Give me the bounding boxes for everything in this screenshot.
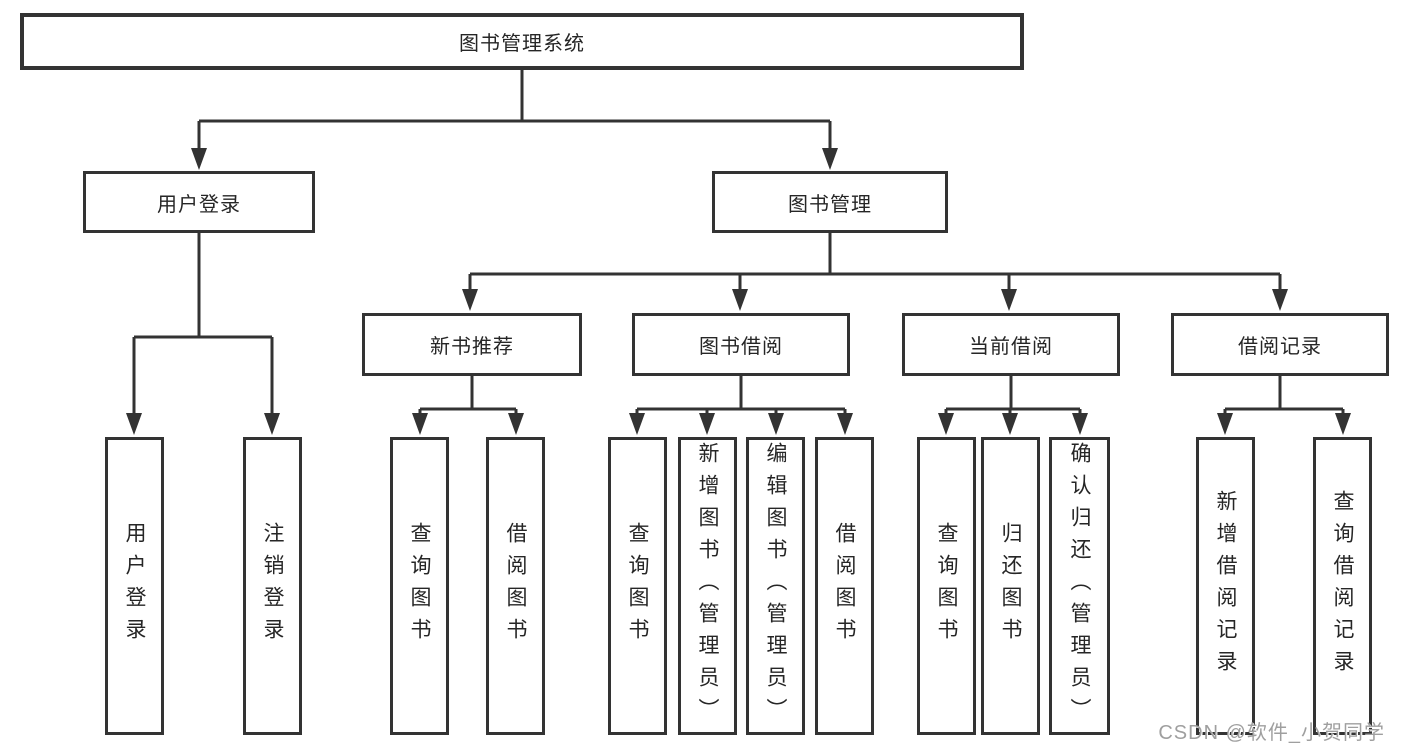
node-user-login-group: 用户登录 [83, 171, 315, 233]
node-label: 确认归还（管理员） [1068, 442, 1091, 730]
node-label: 查询图书 [408, 522, 431, 650]
leaf-add-books-admin: 新增图书（管理员） [678, 437, 737, 735]
node-book-management-group: 图书管理 [712, 171, 948, 233]
leaf-logout: 注销登录 [243, 437, 302, 735]
leaf-user-login: 用户登录 [105, 437, 164, 735]
node-label: 用户登录 [157, 193, 241, 216]
node-label: 当前借阅 [969, 336, 1053, 358]
node-label: 查询图书 [626, 522, 649, 650]
leaf-borrow-books-recommend: 借阅图书 [486, 437, 545, 735]
leaf-confirm-return-admin: 确认归还（管理员） [1049, 437, 1110, 735]
leaf-edit-books-admin: 编辑图书（管理员） [746, 437, 805, 735]
node-system-root: 图书管理系统 [20, 13, 1024, 70]
node-label: 图书借阅 [699, 336, 783, 358]
node-label: 借阅图书 [833, 522, 856, 650]
node-label: 借阅图书 [504, 522, 527, 650]
node-label: 图书管理 [788, 193, 872, 216]
node-label: 编辑图书（管理员） [764, 442, 787, 730]
node-label: 借阅记录 [1238, 336, 1322, 358]
leaf-query-books-current: 查询图书 [917, 437, 976, 735]
node-label: 用户登录 [123, 522, 146, 650]
node-current-borrowing: 当前借阅 [902, 313, 1120, 376]
node-borrowing-records: 借阅记录 [1171, 313, 1389, 376]
node-book-borrowing: 图书借阅 [632, 313, 850, 376]
leaf-borrow-books-borrowing: 借阅图书 [815, 437, 874, 735]
leaf-add-borrow-record: 新增借阅记录 [1196, 437, 1255, 735]
node-label: 新增借阅记录 [1214, 490, 1237, 682]
node-new-book-recommend: 新书推荐 [362, 313, 582, 376]
watermark: CSDN @软件_小贺同学 [1158, 722, 1385, 744]
node-label: 查询图书 [935, 522, 958, 650]
leaf-query-books-recommend: 查询图书 [390, 437, 449, 735]
node-label: 新书推荐 [430, 336, 514, 358]
node-label: 注销登录 [261, 522, 284, 650]
node-label: 查询借阅记录 [1331, 490, 1354, 682]
node-label: 图书管理系统 [459, 33, 585, 55]
leaf-query-books-borrowing: 查询图书 [608, 437, 667, 735]
leaf-query-borrow-record: 查询借阅记录 [1313, 437, 1372, 735]
leaf-return-books: 归还图书 [981, 437, 1040, 735]
node-label: 归还图书 [999, 522, 1022, 650]
node-label: 新增图书（管理员） [696, 442, 719, 730]
